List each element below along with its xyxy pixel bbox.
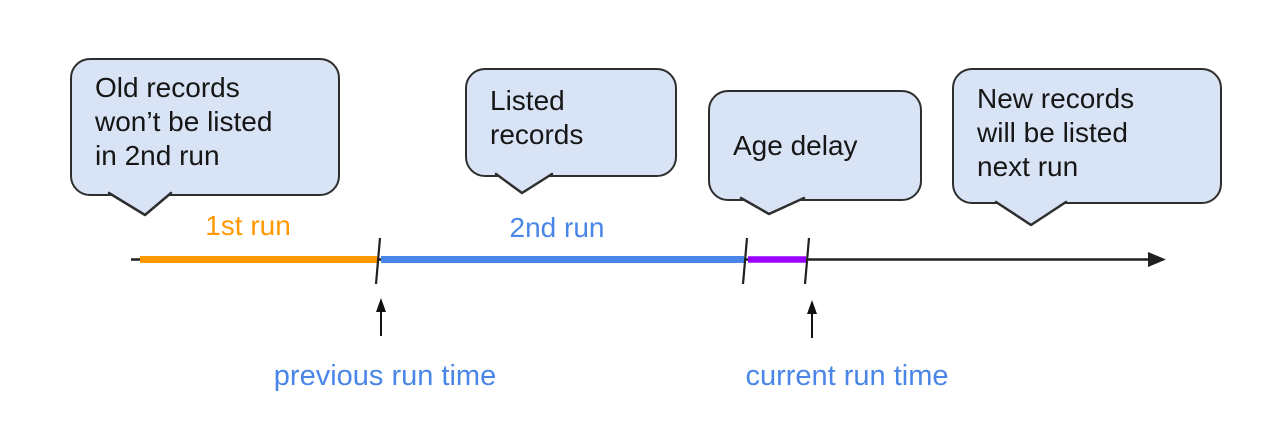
timeline-arrowhead-icon [1148, 252, 1166, 267]
callout-tail-icon [107, 191, 173, 217]
callout-tail-icon [739, 196, 806, 216]
tick-age-delay-start [741, 237, 749, 285]
callout-new-records: New records will be listed next run [952, 68, 1222, 204]
tick-previous-run-time [374, 237, 382, 285]
tick-current-run-time [803, 237, 811, 285]
label-previous-run-time: previous run time [273, 360, 497, 392]
callout-text-line: Age delay [733, 129, 858, 161]
callout-text-line: Old records [95, 72, 240, 103]
callout-text-line: won’t be listed [95, 106, 273, 137]
label-2nd-run: 2nd run [509, 212, 605, 243]
callout-age-delay: Age delay [708, 90, 922, 201]
callout-text-line: next run [977, 151, 1079, 182]
callout-text-line: New records [977, 83, 1135, 114]
callout-text-line: records [490, 119, 584, 150]
callout-listed-records: Listed records [465, 68, 677, 177]
callout-text-line: will be listed [977, 117, 1128, 148]
callout-tail-icon [994, 200, 1068, 227]
callout-old-records: Old records won’t be listed in 2nd run [70, 58, 340, 196]
callout-tail-icon [494, 172, 554, 195]
callout-text-line: in 2nd run [95, 140, 220, 171]
label-current-run-time: current run time [745, 360, 949, 392]
label-1st-run: 1st run [205, 210, 291, 241]
previous-run-time-pointer-icon [376, 298, 386, 336]
callout-text-line: Listed [490, 85, 565, 116]
current-run-time-pointer-icon [807, 300, 817, 338]
